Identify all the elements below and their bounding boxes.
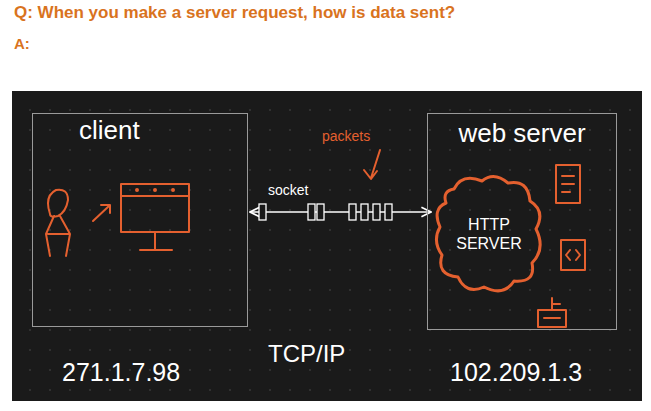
question-title: Q: When you make a server request, how i… <box>14 3 455 23</box>
ip-address: 271.1.7.98 <box>62 358 180 387</box>
code-file-icon <box>561 240 585 270</box>
packet <box>308 204 315 220</box>
label-holder: packets <box>322 128 370 144</box>
packet <box>317 204 324 220</box>
server-box: web serverHTTP SERVER <box>427 113 617 330</box>
monitor-dot <box>136 189 138 191</box>
user-arrow <box>93 205 110 221</box>
packets <box>259 204 392 220</box>
box-heading: client <box>79 115 239 146</box>
cloud-label: HTTP SERVER <box>453 215 525 253</box>
packet <box>259 204 266 220</box>
document-icon <box>556 165 580 203</box>
server-icon <box>538 298 566 327</box>
box-heading: web server <box>436 118 608 149</box>
socket-connector <box>250 211 431 213</box>
label-holder: A: <box>14 35 30 52</box>
http-server-cloud: HTTP SERVER <box>432 171 546 297</box>
edge-label-holder: socket <box>266 182 310 198</box>
callout-label: packets <box>322 128 370 144</box>
label-holder: TCP/IP <box>268 340 345 368</box>
packet <box>349 204 356 220</box>
monitor-stand <box>121 196 189 250</box>
document-lines <box>562 176 574 192</box>
packet <box>361 204 368 220</box>
connector-label: socket <box>266 182 310 198</box>
cloud-shape <box>436 176 540 290</box>
title-holder: Q: When you make a server request, how i… <box>14 3 455 23</box>
monitor-dot <box>154 189 156 191</box>
panel-grid <box>12 91 642 401</box>
packet <box>385 204 392 220</box>
answer-label: A: <box>14 35 30 52</box>
label-holder: 271.1.7.98 <box>62 358 180 387</box>
monitor-icon <box>121 184 189 232</box>
label-holder: 102.209.1.3 <box>450 358 582 387</box>
cloud-outline <box>432 171 546 297</box>
packet <box>373 204 380 220</box>
ip-address: 102.209.1.3 <box>450 358 582 387</box>
code-brackets <box>566 250 580 260</box>
client-box: client <box>32 113 248 327</box>
protocol-label: TCP/IP <box>268 340 345 368</box>
callout-arrow <box>364 150 380 179</box>
monitor-dot <box>172 189 174 191</box>
sketch-icons <box>46 150 585 327</box>
person-icon <box>46 190 70 256</box>
panel-ground <box>12 91 642 401</box>
